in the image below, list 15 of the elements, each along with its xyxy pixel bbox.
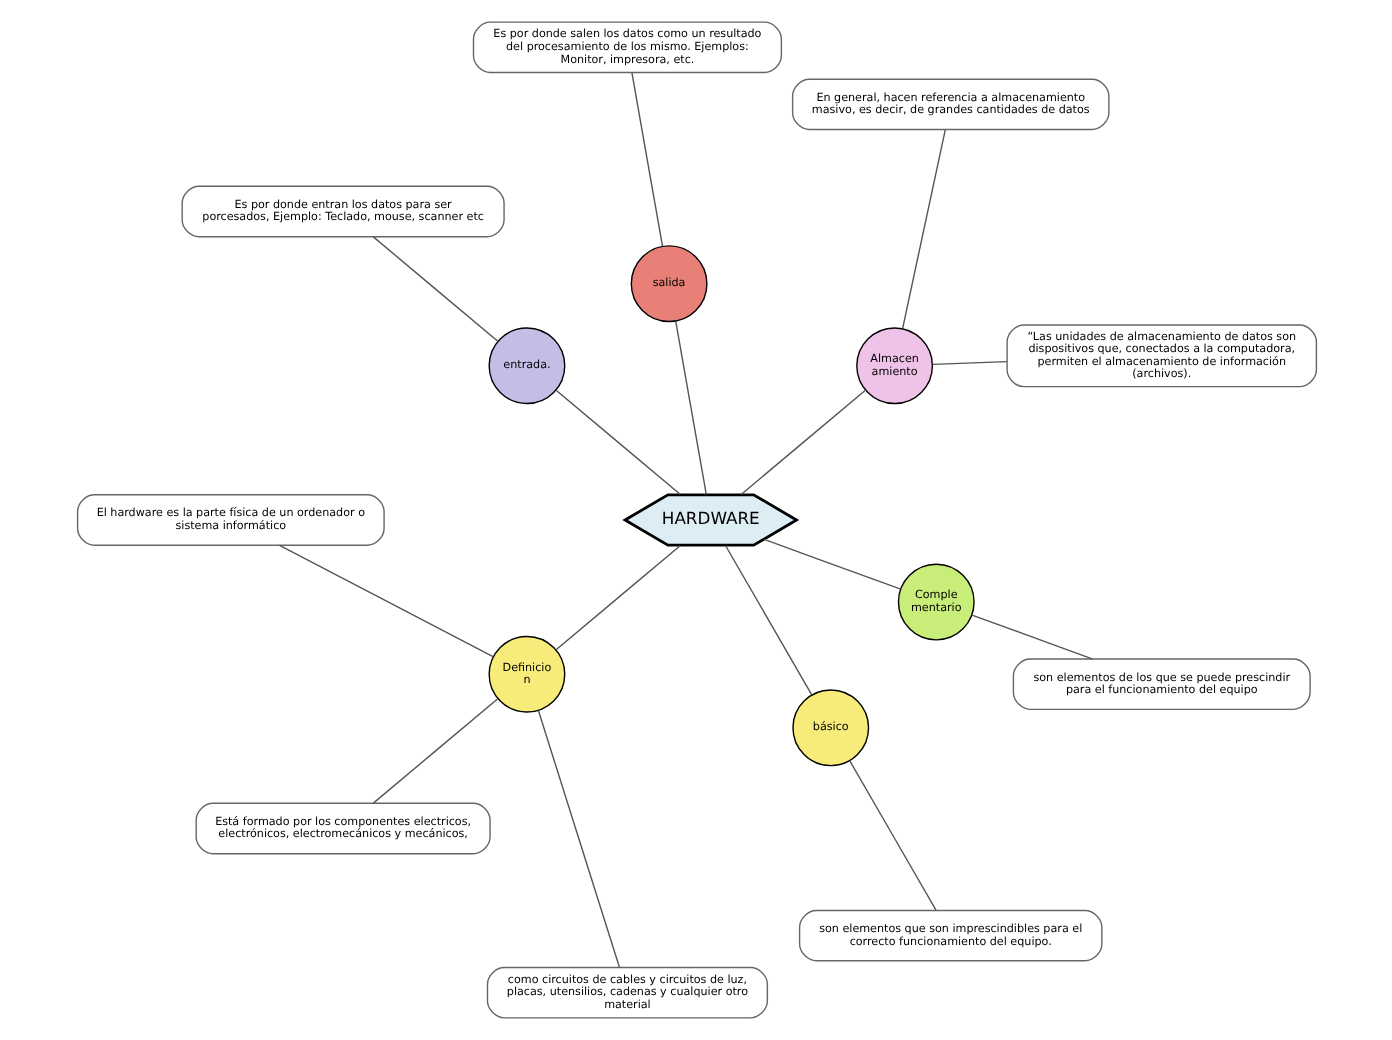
connector — [970, 614, 1092, 660]
connector — [371, 236, 498, 342]
connector — [536, 710, 620, 968]
connector — [674, 320, 707, 496]
connector — [277, 544, 493, 658]
connector — [371, 698, 498, 804]
connector — [900, 129, 945, 329]
connector — [723, 544, 812, 696]
connector — [554, 389, 681, 496]
connector — [931, 360, 1007, 366]
connector — [739, 389, 866, 496]
connector — [554, 544, 681, 651]
connector — [630, 72, 663, 247]
connector — [762, 538, 900, 590]
connector — [848, 760, 936, 911]
